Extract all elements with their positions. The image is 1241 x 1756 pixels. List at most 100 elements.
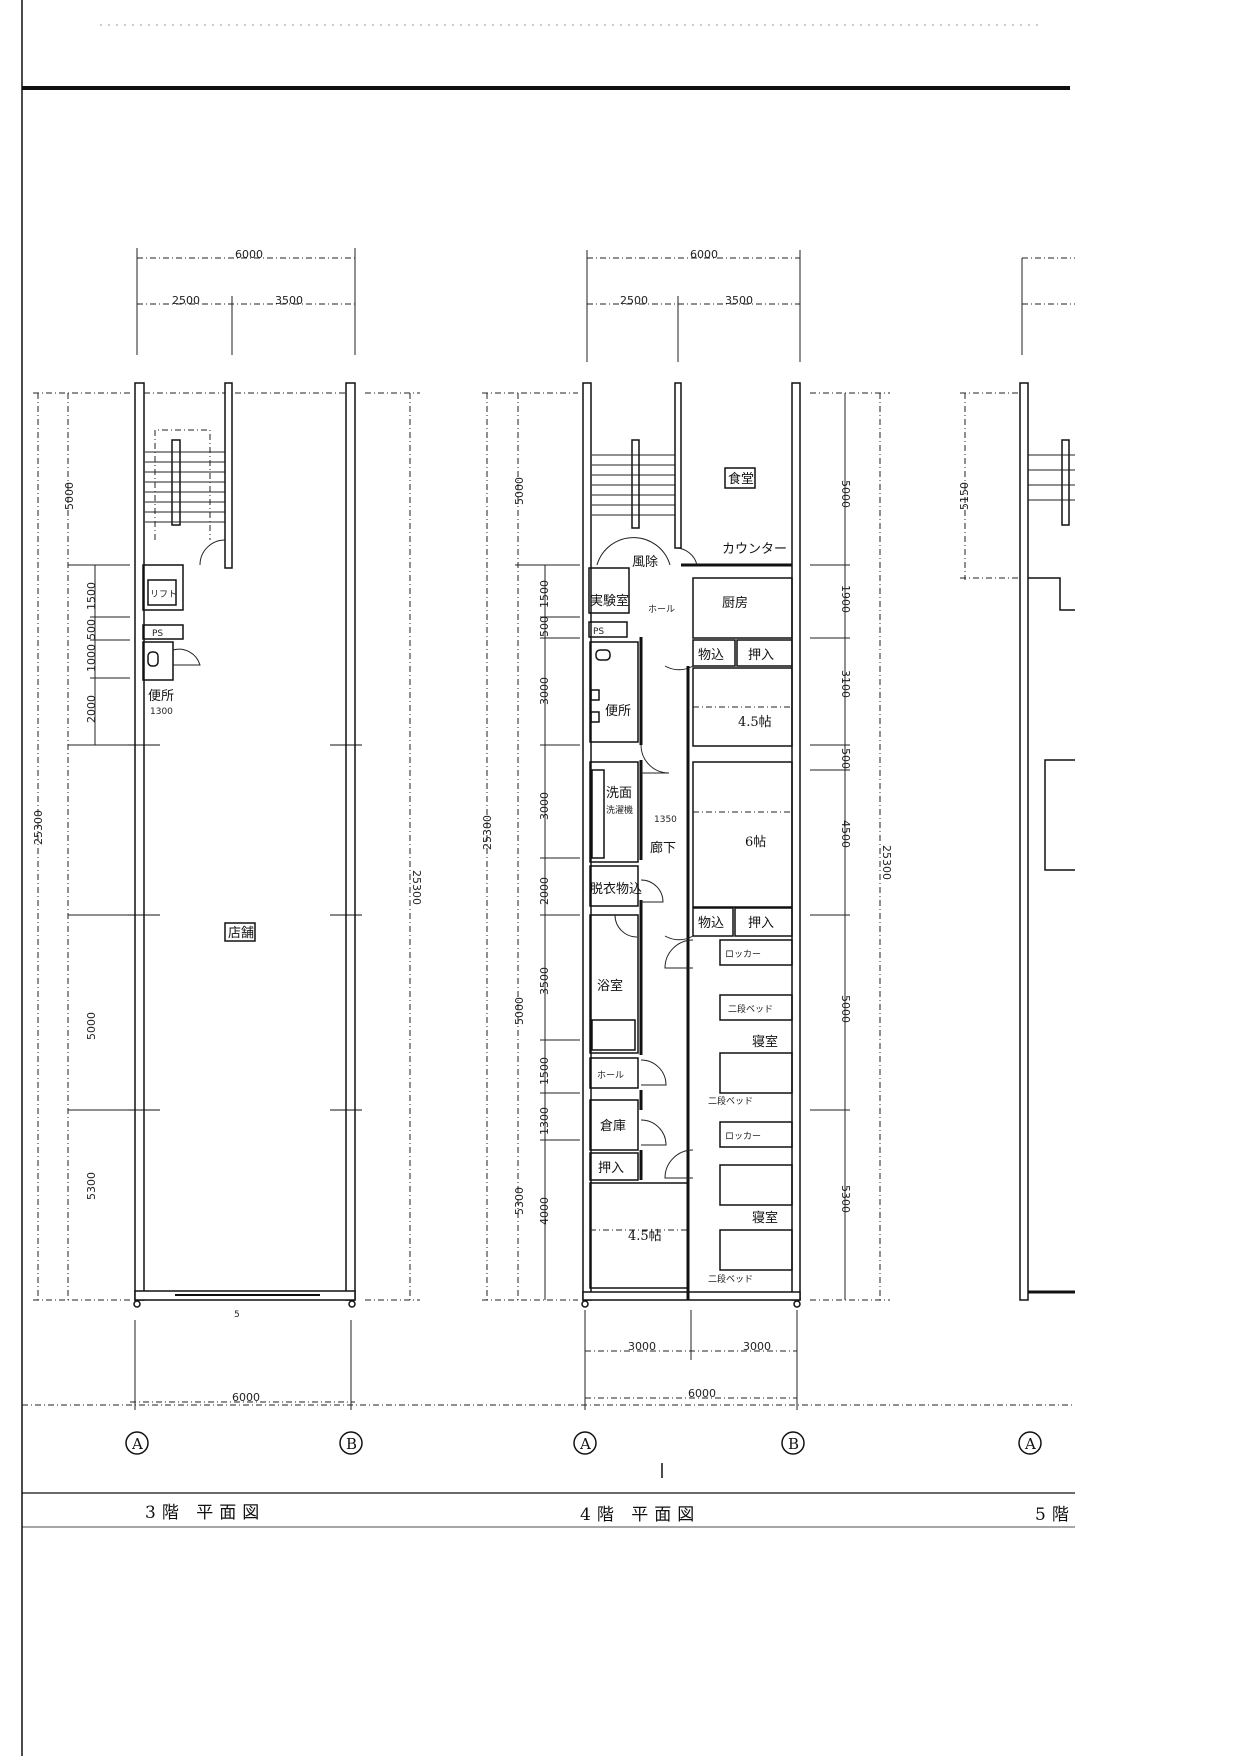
- door-swing-icon: [596, 537, 671, 566]
- door-swing-icon: [199, 539, 226, 566]
- f4-dim-left-3500: 3500: [538, 967, 551, 995]
- f4-room-hall2: ホール: [597, 1070, 624, 1081]
- f4-dim-left-4000: 4000: [538, 1197, 551, 1225]
- f4-room-tatami45b: 4.5帖: [738, 715, 772, 730]
- f4-room-locker1: ロッカー: [725, 949, 761, 960]
- f4-room-lab: 実験室: [590, 593, 629, 609]
- f4-room-toilet: 便所: [605, 704, 631, 719]
- f3-room-toilet: 便所: [148, 689, 174, 704]
- f5-title: 5階: [1035, 1505, 1075, 1525]
- sheet-frame: [21, 0, 1075, 1756]
- f4-corridor-width: 1350: [654, 815, 677, 825]
- f3-dim-left-stair: 5000: [63, 482, 76, 510]
- f3-room-lift: リフト: [150, 590, 177, 600]
- f4-room-laundry: 洗濯機: [606, 804, 633, 816]
- f4-dim-left-overall: 25300: [481, 815, 494, 850]
- f4-room-windbreak: 風除: [632, 555, 658, 570]
- stair-icon: [592, 439, 675, 529]
- f5-dim-left-stair: 5150: [958, 482, 971, 510]
- toilet-icon: [590, 689, 600, 701]
- f4-room-closet2: 押入: [748, 916, 774, 931]
- f4-dim-top-left: 2500: [620, 294, 648, 307]
- f3-window-mark: 5: [234, 1310, 240, 1320]
- f3-dim-1300: 1300: [150, 707, 173, 717]
- f4-room-hall: ホール: [648, 604, 675, 615]
- f3-dim-left-500: 500: [85, 619, 98, 640]
- f4-room-bunk1: 二段ベッド: [728, 1003, 773, 1015]
- f4-room-bath: 浴室: [597, 978, 623, 994]
- f4-room-bedroom2: 寝室: [752, 1210, 778, 1226]
- f3-dim-left-5300: 5300: [85, 1172, 98, 1200]
- f4-room-tatami45a: 4.5帖: [628, 1229, 662, 1244]
- f3-dim-bottom: 6000: [232, 1391, 260, 1404]
- f3-dim-left-5000: 5000: [85, 1012, 98, 1040]
- f3-room-ps: PS: [152, 629, 163, 639]
- f4-dim-left-5300: 5300: [513, 1187, 526, 1215]
- f3-dim-top-overall: 6000: [235, 248, 263, 261]
- f4-room-bin2: 物込: [698, 916, 724, 931]
- f4-room-closet-a: 押入: [598, 1161, 624, 1176]
- f4-dim-left-1500a: 1500: [538, 580, 551, 608]
- toilet-icon: [590, 711, 600, 723]
- f4-dim-bottom-right: 3000: [743, 1340, 771, 1353]
- floor5-plan: 5150 A 5階: [958, 257, 1075, 1525]
- f5-axis-a-marker: [1018, 1431, 1042, 1455]
- f4-dim-left-3000b: 3000: [538, 792, 551, 820]
- f3-room-store: 店舗: [228, 926, 254, 941]
- f3-dim-left-2000: 2000: [85, 695, 98, 723]
- floor3-plan: 6000 2500 3500 25300 5000 1500 500 1000 …: [32, 248, 423, 1523]
- f4-room-dining: 食堂: [728, 471, 754, 487]
- f4-dim-right-5000b: 5000: [839, 995, 852, 1023]
- f4-axis-a: A: [579, 1435, 591, 1453]
- f3-axis-b: B: [346, 1435, 357, 1453]
- f4-dim-left-5000a: 5000: [513, 477, 526, 505]
- f3-dim-left-1500: 1500: [85, 582, 98, 610]
- f5-axis-a: A: [1024, 1435, 1036, 1453]
- f4-dim-left-1500b: 1500: [538, 1057, 551, 1085]
- f4-room-bunk3: 二段ベッド: [708, 1273, 753, 1285]
- f4-title: 4階 平面図: [580, 1505, 700, 1525]
- f3-dim-left-overall: 25300: [32, 810, 45, 845]
- f3-axis-a: A: [131, 1435, 143, 1453]
- bathtub-icon: [591, 1019, 636, 1051]
- floor4-plan: 6000 2500 3500 25300 5000 5000 5300 1500…: [481, 248, 893, 1525]
- toilet-icon: [147, 651, 159, 667]
- stair-icon: [145, 429, 225, 540]
- stair-icon: [1028, 439, 1075, 526]
- f4-room-dressing: 脱衣物込: [590, 881, 642, 897]
- f3-dim-top-right: 3500: [275, 294, 303, 307]
- f3-dim-left-1000: 1000: [85, 644, 98, 672]
- f4-room-wash: 洗面: [606, 786, 632, 801]
- f4-room-ps: PS: [593, 627, 604, 637]
- f4-dim-bottom-overall: 6000: [688, 1387, 716, 1400]
- f4-dim-bottom-left: 3000: [628, 1340, 656, 1353]
- f4-room-bedroom1: 寝室: [752, 1034, 778, 1050]
- f4-room-closet1: 押入: [748, 648, 774, 663]
- f4-dim-right-5300: 5300: [839, 1185, 852, 1213]
- f4-room-locker2: ロッカー: [725, 1131, 761, 1142]
- f4-dim-left-2000: 2000: [538, 877, 551, 905]
- f4-room-kitchen: 厨房: [722, 595, 748, 611]
- f4-dim-left-1300: 1300: [538, 1107, 551, 1135]
- f4-dim-left-500: 500: [538, 616, 551, 637]
- washbasin-icon: [595, 649, 611, 661]
- f4-dim-left-5000b: 5000: [513, 997, 526, 1025]
- f4-room-tatami6: 6帖: [745, 835, 766, 850]
- f4-room-corridor: 廊下: [650, 840, 676, 856]
- f4-dim-top-overall: 6000: [690, 248, 718, 261]
- f4-dim-right-1900: 1900: [839, 585, 852, 613]
- f4-dim-left-3000a: 3000: [538, 677, 551, 705]
- f4-axis-b-marker: [781, 1431, 805, 1455]
- f3-axis-a-marker: [125, 1431, 149, 1455]
- f3-dim-top-left: 2500: [172, 294, 200, 307]
- f3-axis-b-marker: [339, 1431, 363, 1455]
- f4-room-counter: カウンター: [722, 542, 787, 557]
- f4-dim-right-5000a: 5000: [839, 480, 852, 508]
- f4-dim-right-3100: 3100: [839, 670, 852, 698]
- f4-dim-right-500: 500: [839, 748, 852, 769]
- f4-room-bunk2: 二段ベッド: [708, 1095, 753, 1107]
- f4-room-bin1: 物込: [698, 648, 724, 663]
- f4-axis-a-marker: [573, 1431, 597, 1455]
- f3-dim-right-overall: 25300: [410, 870, 423, 905]
